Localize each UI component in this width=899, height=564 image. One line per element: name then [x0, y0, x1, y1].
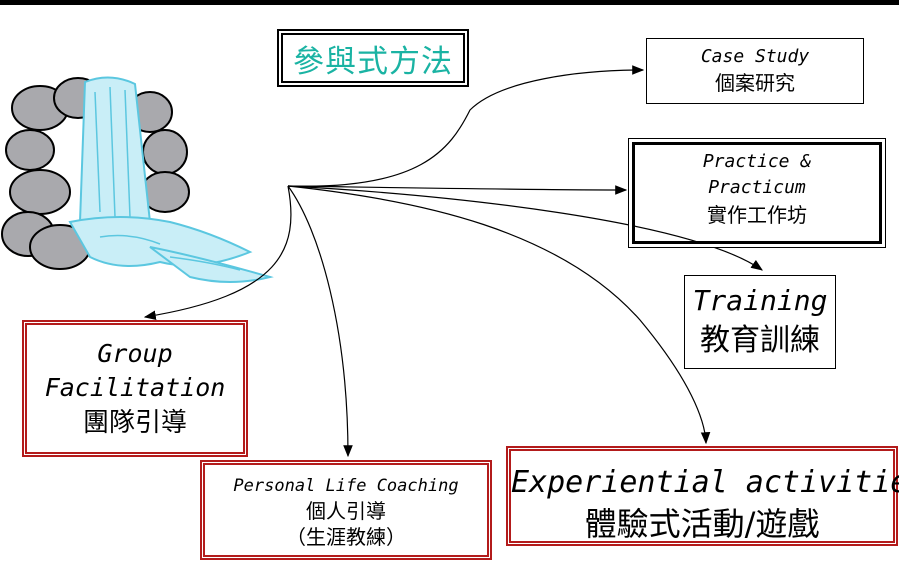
- node-personal-coaching: Personal Life Coaching 個人引導 （生涯教練）: [200, 460, 492, 560]
- node-training: Training 教育訓練: [684, 275, 836, 369]
- group-zh: 團隊引導: [82, 408, 187, 438]
- practice-en-line1: Practice &: [702, 151, 812, 172]
- group-en-line2: Facilitation: [44, 373, 226, 402]
- node-experiential: Experiential activities 體驗式活動/遊戲: [506, 446, 899, 546]
- page-title: 參與式方法: [277, 29, 469, 87]
- practice-zh: 實作工作坊: [707, 203, 807, 227]
- top-rule: [0, 0, 899, 5]
- arrow-experiential: [287, 185, 711, 445]
- node-group-facilitation: Group Facilitation 團隊引導: [22, 320, 248, 457]
- case-study-en: Case Study: [700, 46, 810, 67]
- training-zh: 教育訓練: [700, 323, 820, 358]
- coaching-zh-line2: （生涯教練）: [286, 525, 406, 549]
- waterfall-icon: [1, 76, 274, 283]
- group-en-line1: Group: [97, 339, 173, 368]
- arrow-training: [287, 185, 763, 271]
- title-text: 參與式方法: [293, 43, 453, 80]
- experiential-en: Experiential activities: [511, 465, 899, 500]
- training-en: Training: [692, 284, 828, 317]
- arrow-practice: [287, 185, 628, 195]
- arrow-coaching: [287, 185, 353, 458]
- node-practice: Practice & Practicum 實作工作坊: [628, 138, 886, 248]
- case-study-zh: 個案研究: [715, 71, 795, 95]
- arrow-group: [143, 185, 292, 320]
- node-case-study: Case Study 個案研究: [646, 38, 864, 104]
- practice-en-line2: Practicum: [708, 177, 806, 198]
- experiential-zh: 體驗式活動/遊戲: [584, 505, 820, 543]
- coaching-zh-line1: 個人引導: [306, 499, 386, 523]
- coaching-en: Personal Life Coaching: [233, 476, 459, 496]
- arrow-case-study: [287, 65, 645, 187]
